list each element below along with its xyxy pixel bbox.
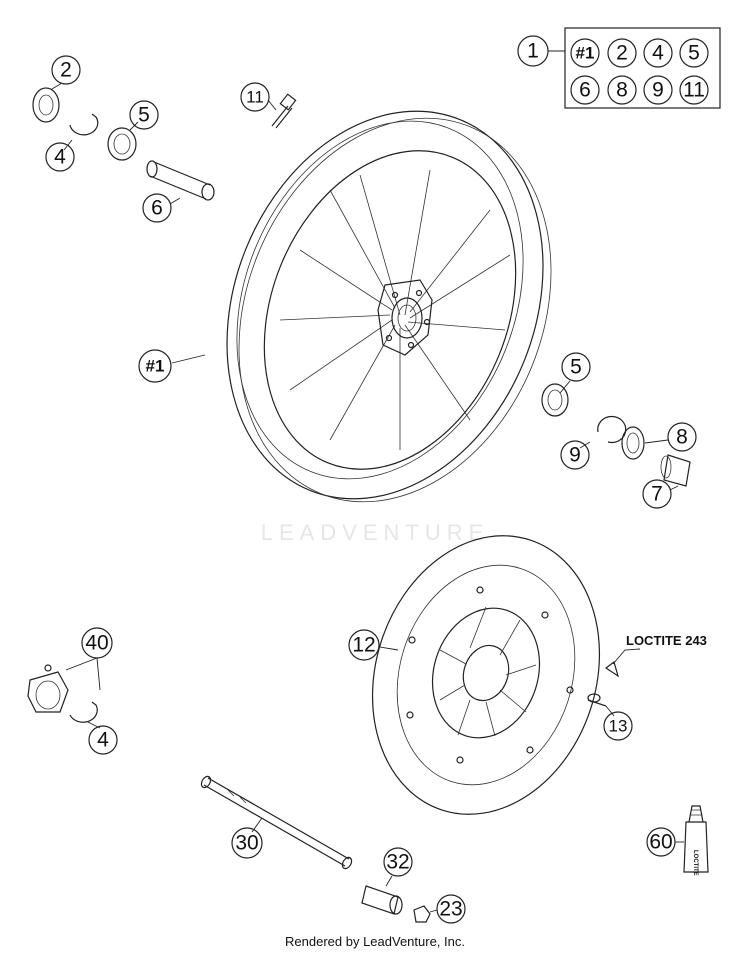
part-7-spacer-right[interactable]	[660, 454, 691, 491]
callout-2-top[interactable]	[51, 55, 81, 85]
callout-40-label: 40	[85, 632, 108, 655]
kit-item-label: #1	[576, 44, 595, 63]
kit-item-label: 8	[616, 79, 628, 102]
part-5-bearing-top[interactable]	[107, 121, 139, 161]
callout-13-bolt-label: 13	[609, 717, 628, 736]
kit-callout-label: 1	[527, 40, 539, 63]
callout-4-bottom-label: 4	[97, 729, 109, 752]
part-8-seal-right[interactable]	[621, 426, 669, 460]
kit-item-label: 6	[579, 79, 591, 102]
callout-23[interactable]	[436, 894, 466, 924]
part-32-spacer[interactable]	[361, 875, 403, 915]
kit-item-circle[interactable]	[643, 75, 673, 105]
callout-7-right[interactable]	[642, 479, 672, 509]
kit-legend-box	[564, 27, 721, 109]
part-4-circlip-top[interactable]	[63, 113, 99, 151]
kit-legend: 1 #1 2 4 5 6 8 9 11	[517, 27, 721, 109]
loctite-pointer	[604, 648, 641, 678]
part-9-circlip-right[interactable]	[579, 415, 627, 449]
callout-11-top[interactable]	[240, 82, 270, 112]
part-12-brake-disc[interactable]	[338, 506, 635, 844]
kit-item-label: 11	[683, 79, 705, 102]
callout-30-label: 30	[235, 832, 258, 855]
callout-23-label: 23	[439, 898, 462, 921]
callout-1-wheel-label: #1	[146, 357, 165, 376]
callout-6-top[interactable]	[142, 193, 172, 223]
kit-callout-circle[interactable]	[517, 35, 549, 67]
part-1-wheel[interactable]	[171, 63, 606, 549]
part-60-loctite-bottle[interactable]: LOCTITE	[683, 805, 709, 876]
kit-item-label: 4	[652, 42, 664, 65]
kit-item-circle[interactable]	[607, 75, 637, 105]
callout-32[interactable]	[383, 847, 413, 877]
callout-12-disc[interactable]	[348, 629, 380, 661]
part-40-speedo-drive[interactable]	[27, 664, 69, 713]
kit-item-label: 2	[616, 42, 628, 65]
callout-60-label: 60	[649, 831, 672, 854]
kit-item-circle[interactable]	[679, 75, 709, 105]
callout-5-top[interactable]	[129, 100, 159, 130]
callout-32-label: 32	[386, 851, 409, 874]
callout-7-right-label: 7	[651, 483, 663, 506]
callout-5-top-label: 5	[138, 104, 150, 127]
kit-item-label: 9	[652, 79, 664, 102]
bottle-label: LOCTITE	[692, 850, 698, 876]
callout-11-top-label: 11	[246, 88, 264, 107]
callout-9-right-label: 9	[569, 444, 581, 467]
kit-item-circle[interactable]	[643, 38, 673, 68]
kit-item-label: 5	[688, 42, 700, 65]
callout-12-disc-label: 12	[352, 634, 375, 657]
part-13-bolt[interactable]	[587, 693, 615, 717]
kit-item-circle[interactable]	[570, 38, 600, 68]
part-23-nut[interactable]	[413, 905, 438, 923]
callout-9-right[interactable]	[560, 440, 590, 470]
part-6-spacer-sleeve[interactable]	[146, 160, 215, 205]
callout-8-right-label: 8	[676, 426, 688, 449]
callout-13-bolt[interactable]	[603, 711, 633, 741]
kit-item-circle[interactable]	[607, 38, 637, 68]
callout-1-wheel[interactable]	[138, 349, 172, 383]
watermark-text: LEADVENTURE	[261, 520, 490, 545]
callout-8-right[interactable]	[667, 422, 697, 452]
callout-5-right[interactable]	[561, 352, 591, 382]
loctite-label: LOCTITE 243	[626, 633, 707, 648]
callout-4-top-label: 4	[54, 146, 66, 169]
footer-credit: Rendered by LeadVenture, Inc.	[285, 934, 465, 949]
kit-item-circle[interactable]	[570, 75, 600, 105]
callout-6-top-label: 6	[151, 197, 163, 220]
part-11-valve[interactable]	[267, 93, 297, 129]
callout-4-top[interactable]	[45, 142, 75, 172]
callout-5-right-label: 5	[570, 356, 582, 379]
part-2-seal-top[interactable]	[32, 82, 63, 123]
callout-30[interactable]	[231, 827, 263, 859]
part-5-bearing-right[interactable]	[541, 380, 571, 417]
part-4-circlip-bottom[interactable]	[69, 701, 101, 729]
callout-2-top-label: 2	[60, 59, 72, 82]
kit-item-circle[interactable]	[679, 38, 709, 68]
part-30-axle[interactable]	[200, 775, 354, 870]
callout-4-bottom[interactable]	[88, 725, 118, 755]
